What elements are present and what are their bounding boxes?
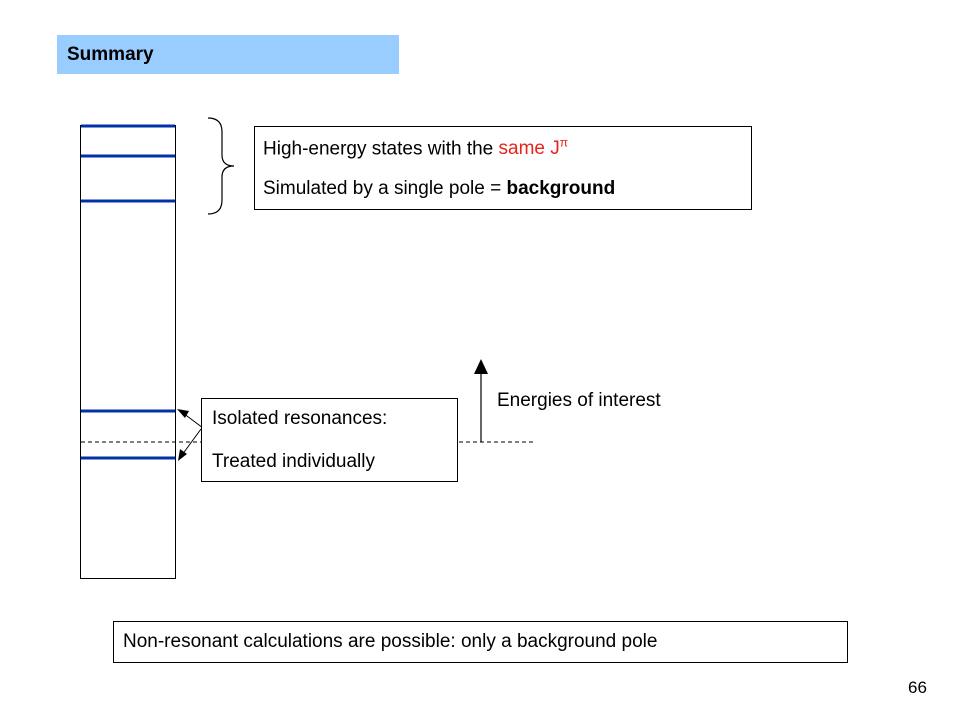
isolated-resonances-box: Isolated resonances: Treated individuall… <box>201 398 458 482</box>
slide-title: Summary <box>67 44 154 65</box>
background-word: background <box>506 178 616 199</box>
energies-arrowhead <box>474 359 488 374</box>
arrowhead-level-1 <box>177 409 189 418</box>
high-energy-line-1: High-energy states with the same Jπ <box>263 136 568 160</box>
high-energy-prefix: High-energy states with the <box>263 138 499 160</box>
simulated-prefix: Simulated by a single pole = <box>263 178 507 199</box>
curly-brace <box>207 117 235 215</box>
same-j-text: same J <box>498 138 560 160</box>
isolated-line-1: Isolated resonances: <box>212 408 388 429</box>
arrowhead-level-2 <box>178 449 187 461</box>
high-energy-states-box: High-energy states with the same Jπ Simu… <box>254 126 752 210</box>
pi-symbol: π <box>559 136 569 150</box>
title-bar: Summary <box>57 35 399 74</box>
arrow-to-level-2 <box>181 428 202 456</box>
energies-of-interest-label: Energies of interest <box>497 390 661 411</box>
page-number: 66 <box>908 678 927 697</box>
same-j-highlight: same Jπ <box>498 136 569 160</box>
high-energy-line-2: Simulated by a single pole = background <box>263 178 615 200</box>
non-resonant-box: Non-resonant calculations are possible: … <box>113 621 848 663</box>
isolated-line-2: Treated individually <box>212 451 375 472</box>
non-resonant-text: Non-resonant calculations are possible: … <box>123 631 658 652</box>
